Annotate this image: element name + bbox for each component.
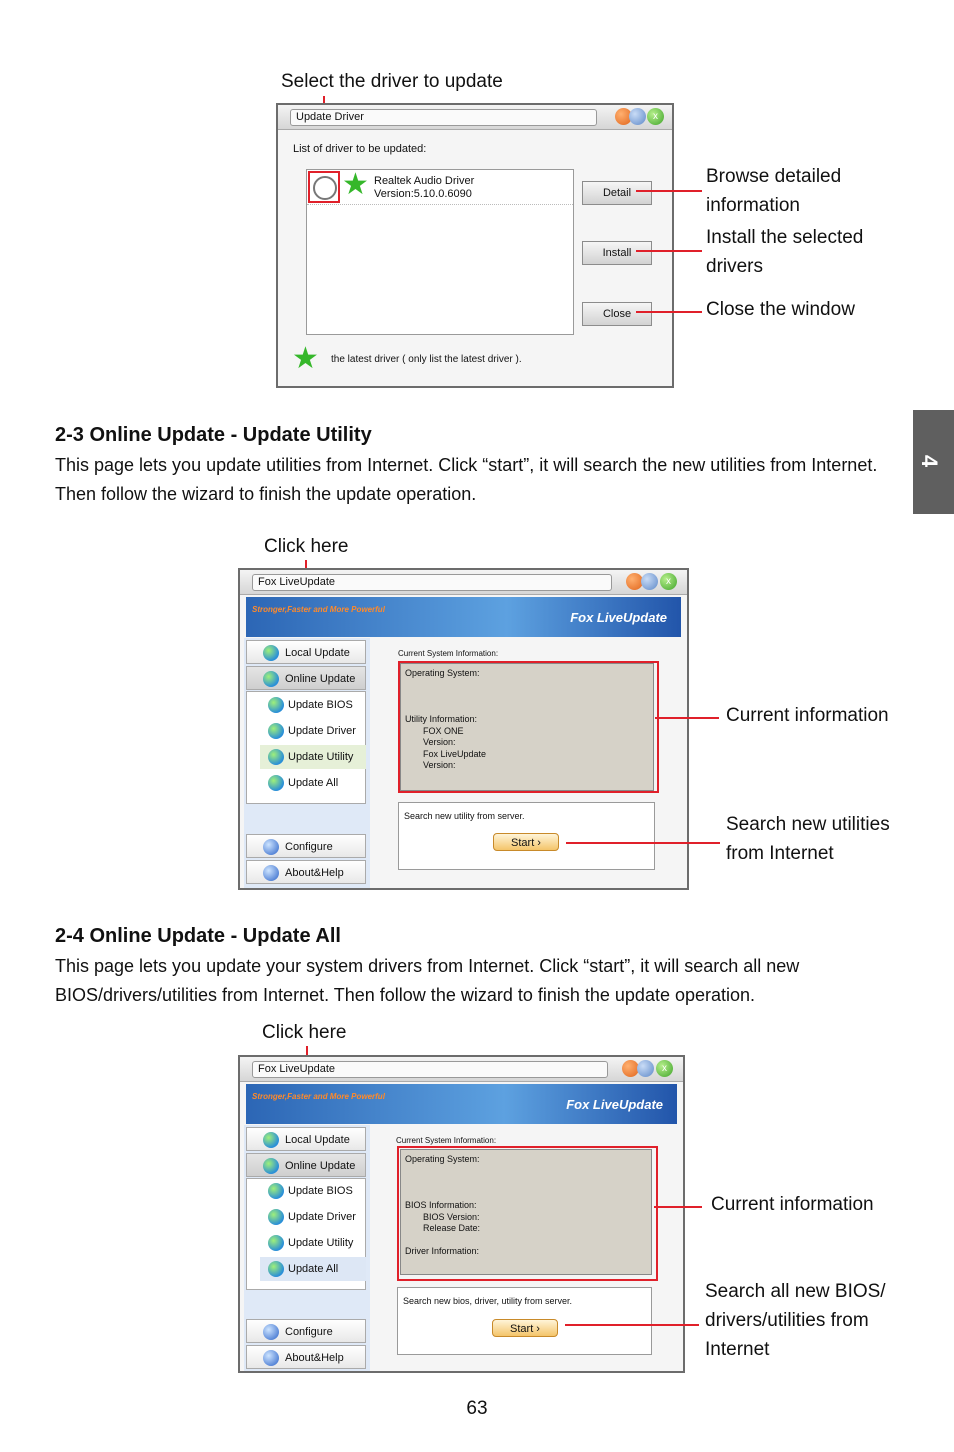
page-number: 63 bbox=[466, 1398, 488, 1419]
callout-search-new: Search new utilities from Internet bbox=[726, 814, 890, 864]
nav-configure[interactable]: Configure bbox=[246, 1319, 366, 1343]
nav-update-utility[interactable]: Update Utility bbox=[260, 1231, 366, 1255]
update-utility-icon bbox=[268, 1235, 284, 1251]
help-icon bbox=[263, 865, 279, 881]
nav-update-bios[interactable]: Update BIOS bbox=[260, 693, 366, 717]
nav-about-help[interactable]: About&Help bbox=[246, 860, 366, 884]
chapter-number: 4 bbox=[917, 454, 943, 468]
chapter-tab: 4 bbox=[913, 410, 954, 514]
gear-icon bbox=[263, 839, 279, 855]
window-title: Fox LiveUpdate bbox=[258, 576, 336, 588]
callout-current-info: Current information bbox=[726, 705, 889, 726]
info-label: Current System Information: bbox=[398, 649, 499, 658]
driver-row[interactable]: ★ Realtek Audio Driver Version:5.10.0.60… bbox=[307, 170, 573, 205]
maximize-icon[interactable] bbox=[637, 1060, 654, 1077]
legend-text: the latest driver ( only list the latest… bbox=[331, 354, 522, 365]
callout-current-info: Current information bbox=[711, 1194, 874, 1215]
section-heading-2-4: 2-4 Online Update - Update All bbox=[55, 925, 341, 947]
detail-button[interactable]: Detail bbox=[582, 181, 652, 205]
search-panel: Search new utility from server. Start › bbox=[398, 802, 655, 870]
update-driver-window: Update Driver x List of driver to be upd… bbox=[276, 103, 674, 388]
nav-configure[interactable]: Configure bbox=[246, 834, 366, 858]
driver-version: Version:5.10.0.6090 bbox=[374, 188, 472, 200]
section-text-2-4: This page lets you update your system dr… bbox=[55, 956, 800, 1005]
list-label: List of driver to be updated: bbox=[293, 143, 427, 155]
maximize-icon[interactable] bbox=[641, 573, 658, 590]
maximize-icon[interactable] bbox=[629, 108, 646, 125]
banner-slogan: Stronger,Faster and More Powerful bbox=[252, 1092, 385, 1101]
search-label: Search new utility from server. bbox=[404, 811, 525, 821]
banner-brand: Fox LiveUpdate bbox=[570, 610, 667, 625]
current-info-panel: Operating System: Utility Information: F… bbox=[400, 663, 654, 791]
fox-liveupdate-window-utility: Fox LiveUpdate x Stronger,Faster and Mor… bbox=[238, 568, 689, 890]
driver-list: ★ Realtek Audio Driver Version:5.10.0.60… bbox=[306, 169, 574, 335]
callout-search-all: Search all new BIOS/ drivers/utilities f… bbox=[705, 1281, 886, 1360]
fox-liveupdate-window-all: Fox LiveUpdate x Stronger,Faster and Mor… bbox=[238, 1055, 685, 1373]
close-icon[interactable]: x bbox=[660, 573, 677, 590]
latest-star-icon: ★ bbox=[292, 342, 319, 375]
search-label: Search new bios, driver, utility from se… bbox=[403, 1296, 573, 1306]
window-title: Update Driver bbox=[296, 111, 364, 123]
nav-update-all[interactable]: Update All bbox=[260, 771, 366, 795]
install-button[interactable]: Install bbox=[582, 241, 652, 265]
update-all-icon bbox=[268, 775, 284, 791]
info-label: Current System Information: bbox=[396, 1136, 497, 1145]
banner-slogan: Stronger,Faster and More Powerful bbox=[252, 605, 385, 614]
callout-install: Install the selected drivers bbox=[706, 227, 864, 277]
update-bios-icon bbox=[268, 697, 284, 713]
nav-online-update[interactable]: Online Update bbox=[246, 666, 366, 690]
update-bios-icon bbox=[268, 1183, 284, 1199]
nav-local-update[interactable]: Local Update bbox=[246, 640, 366, 664]
close-icon[interactable]: x bbox=[656, 1060, 673, 1077]
select-radio[interactable] bbox=[313, 176, 337, 200]
update-driver-icon bbox=[268, 1209, 284, 1225]
window-title: Fox LiveUpdate bbox=[258, 1063, 336, 1075]
callout-click-here: Click here bbox=[262, 1022, 347, 1043]
local-update-icon bbox=[263, 1132, 279, 1148]
section-heading-2-3: 2-3 Online Update - Update Utility bbox=[55, 424, 372, 446]
highlight-box bbox=[397, 1146, 658, 1281]
update-driver-icon bbox=[268, 723, 284, 739]
nav-online-update[interactable]: Online Update bbox=[246, 1153, 366, 1177]
banner-brand: Fox LiveUpdate bbox=[566, 1097, 663, 1112]
callout-click-here: Click here bbox=[264, 536, 349, 557]
current-info-panel: Operating System: BIOS Information: BIOS… bbox=[400, 1149, 652, 1275]
search-panel: Search new bios, driver, utility from se… bbox=[397, 1287, 652, 1355]
start-button[interactable]: Start › bbox=[492, 1319, 558, 1337]
nav-update-utility[interactable]: Update Utility bbox=[260, 745, 366, 769]
minimize-icon[interactable] bbox=[622, 1060, 639, 1077]
nav-local-update[interactable]: Local Update bbox=[246, 1127, 366, 1151]
minimize-icon[interactable] bbox=[626, 573, 643, 590]
section-text-2-3: This page lets you update utilities from… bbox=[55, 455, 878, 504]
star-icon: ★ bbox=[342, 168, 369, 201]
callout-select-driver: Select the driver to update bbox=[281, 71, 503, 92]
close-icon[interactable]: x bbox=[647, 108, 664, 125]
highlight-box bbox=[398, 661, 659, 793]
nav-update-driver[interactable]: Update Driver bbox=[260, 719, 366, 743]
update-utility-icon bbox=[268, 749, 284, 765]
nav-update-driver[interactable]: Update Driver bbox=[260, 1205, 366, 1229]
driver-name: Realtek Audio Driver bbox=[374, 175, 475, 187]
help-icon bbox=[263, 1350, 279, 1366]
nav-update-bios[interactable]: Update BIOS bbox=[260, 1179, 366, 1203]
start-button[interactable]: Start › bbox=[493, 833, 559, 851]
online-update-icon bbox=[263, 671, 279, 687]
banner: Stronger,Faster and More Powerful Fox Li… bbox=[246, 1084, 677, 1124]
callout-detail: Browse detailed information bbox=[706, 166, 842, 216]
local-update-icon bbox=[263, 645, 279, 661]
banner: Stronger,Faster and More Powerful Fox Li… bbox=[246, 597, 681, 637]
update-all-icon bbox=[268, 1261, 284, 1277]
gear-icon bbox=[263, 1324, 279, 1340]
minimize-icon[interactable] bbox=[615, 108, 632, 125]
nav-about-help[interactable]: About&Help bbox=[246, 1345, 366, 1369]
nav-update-all[interactable]: Update All bbox=[260, 1257, 366, 1281]
close-button[interactable]: Close bbox=[582, 302, 652, 326]
online-update-icon bbox=[263, 1158, 279, 1174]
window-titlebar: Update Driver x bbox=[278, 105, 672, 130]
callout-close: Close the window bbox=[706, 299, 855, 320]
